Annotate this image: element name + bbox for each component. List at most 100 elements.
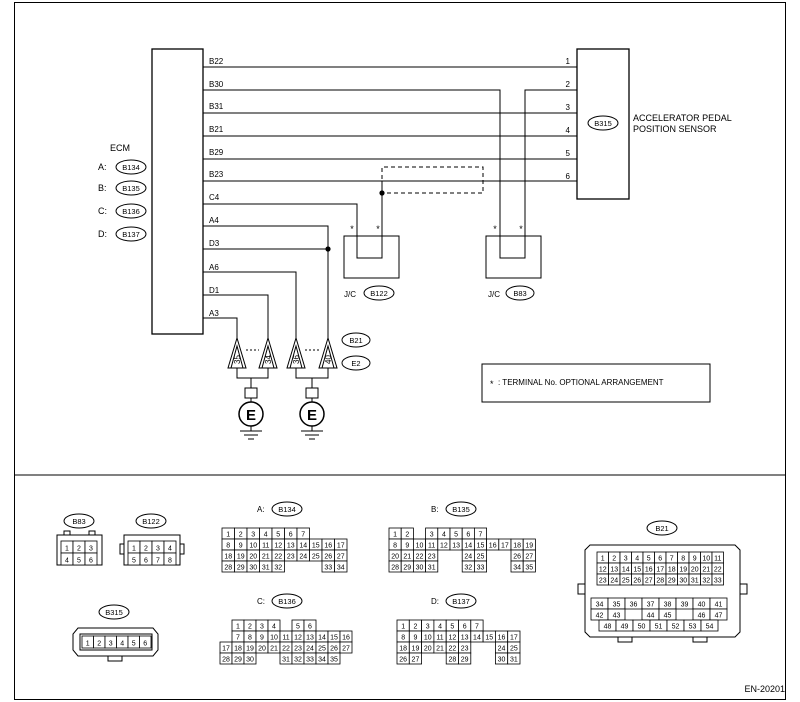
pin-cell: 17 [337,543,345,550]
pin-cell: 21 [270,646,278,653]
pin-cell: 2 [97,641,101,648]
wire-a6 [203,271,297,338]
svg-text:B136: B136 [122,207,140,216]
connector-view-b-b135: B:B135 [431,501,477,517]
pin-cell: 18 [399,646,407,653]
svg-text:A:: A: [98,162,107,172]
pin-cell: 16 [498,635,506,642]
ecm-block: ECM A: B134 B: B135 C: B136 D: B137 [98,48,204,335]
pin-cell: 29 [668,578,676,585]
pin-cell: 39 [681,602,689,609]
svg-text:E: E [246,407,256,424]
ecm-connector-b: B: B135 [98,180,147,196]
terminal-b22: B22 [209,57,224,66]
pin-cell: 21 [262,554,270,561]
pin-cell: 22 [282,646,290,653]
pin-cell: 46 [698,613,706,620]
pin-cell: 23 [599,578,607,585]
pin-cell: 20 [258,646,266,653]
pin-cell: 3 [251,532,255,539]
wire-sensor-2 [524,89,577,258]
b21-label: B21 [655,524,668,533]
pin-cell: 1 [65,546,69,553]
pin-cell: 25 [312,554,320,561]
pin-cell: 29 [461,657,469,664]
terminal-a4: A4 [209,216,219,225]
legend-text: : TERMINAL No. OPTIONAL ARRANGEMENT [498,378,664,387]
legend-box: * : TERMINAL No. OPTIONAL ARRANGEMENT [481,363,711,403]
b136-label: B136 [278,597,296,606]
pin-cell: 12 [599,567,607,574]
pin-cell: 6 [466,532,470,539]
pin-cell: 14 [464,543,472,550]
pin-cell: 35 [330,657,338,664]
wire-d1 [203,294,269,338]
pin-cell: 32 [294,657,302,664]
pin-cell: 28 [224,565,232,572]
pin-cell: 27 [342,646,350,653]
svg-text:B137: B137 [122,230,140,239]
pin-cell: 5 [276,532,280,539]
pin-cell: 24 [306,646,314,653]
pin-cell: 33 [714,578,722,585]
pin-cell: 32 [274,565,282,572]
pin-cell: 8 [393,543,397,550]
pin-cell: 36 [630,602,638,609]
pin-cell: 34 [513,565,521,572]
wire-c4 [203,203,358,258]
pin-cell: 53 [689,624,697,631]
terminal-b21: B21 [209,125,224,134]
pin-cell: 31 [510,657,518,664]
pin-cell: 20 [691,567,699,574]
pin-cell: 28 [222,657,230,664]
pin-cell: 25 [622,578,630,585]
pin-cell: 5 [296,624,300,631]
connector-view-c-b136: C:B136 [257,593,303,609]
svg-text:B134: B134 [122,163,140,172]
pin-cell: 16 [645,567,653,574]
sensor-pin-3: 3 [566,103,571,112]
pin-cell: 11 [428,543,435,550]
b122-label: B122 [142,517,160,526]
pin-cell: 22 [448,646,456,653]
pin-cell: 2 [612,556,616,563]
pin-cell: 18 [668,567,676,574]
sensor-connector: B315 [594,119,612,128]
pin-cell: 23 [287,554,295,561]
pin-cell: 1 [226,532,230,539]
pin-cell: 38 [664,602,672,609]
pin-cell: 50 [638,624,646,631]
pin-cell: 4 [264,532,268,539]
shield-box [381,166,484,194]
pin-cell: 4 [120,641,124,648]
pin-cell: 21 [403,554,411,561]
pin-cell: 3 [156,546,160,553]
pin-cell: 40 [698,602,706,609]
ground-symbol-right: E [295,368,329,440]
pin-cell: 2 [144,546,148,553]
pin-cell: 34 [337,565,345,572]
pin-cell: 4 [65,558,69,565]
pin-cell: 4 [438,624,442,631]
pin-cell: 35 [613,602,621,609]
pin-cell: 12 [294,635,302,642]
pin-cell: 5 [77,558,81,565]
pin-cell: 17 [501,543,509,550]
pin-cell: 3 [426,624,430,631]
wire-a4 [203,225,329,338]
pin-cell: 23 [428,554,436,561]
pin-cell: 7 [475,624,479,631]
pin-cell: 28 [656,578,664,585]
pin-cell: 15 [633,567,641,574]
svg-text:34: 34 [264,355,273,364]
pin-cell: 4 [635,556,639,563]
pin-cell: 43 [613,613,621,620]
pin-cell: 20 [249,554,257,561]
pin-cell: 31 [282,657,290,664]
pin-cell: 4 [272,624,276,631]
sensor-pin-1: 1 [566,57,571,66]
pin-cell: 33 [324,565,332,572]
